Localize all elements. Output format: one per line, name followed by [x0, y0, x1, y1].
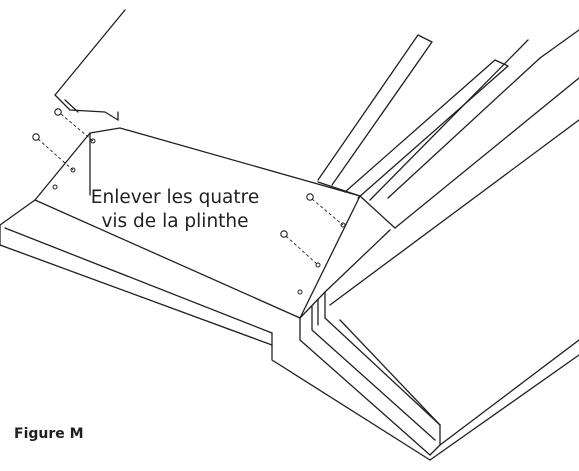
remove-screws-instruction: Enlever les quatre vis de la plinthe — [60, 186, 290, 234]
screw-holes — [52, 138, 346, 295]
right-upright-panel — [317, 29, 579, 306]
figure-label: Figure M — [14, 426, 84, 442]
instruction-line-2: vis de la plinthe — [101, 211, 249, 232]
screws — [32, 108, 344, 266]
screw-hole — [297, 289, 303, 295]
screw-hole — [52, 184, 58, 190]
top-panel — [54, 9, 126, 121]
instruction-line-1: Enlever les quatre — [90, 187, 260, 208]
screw — [32, 133, 40, 141]
screw — [54, 108, 62, 116]
support-leg — [299, 291, 579, 461]
screw — [306, 193, 314, 201]
screw — [280, 230, 288, 238]
screw-hole — [315, 262, 321, 268]
lower-flange — [0, 199, 431, 461]
